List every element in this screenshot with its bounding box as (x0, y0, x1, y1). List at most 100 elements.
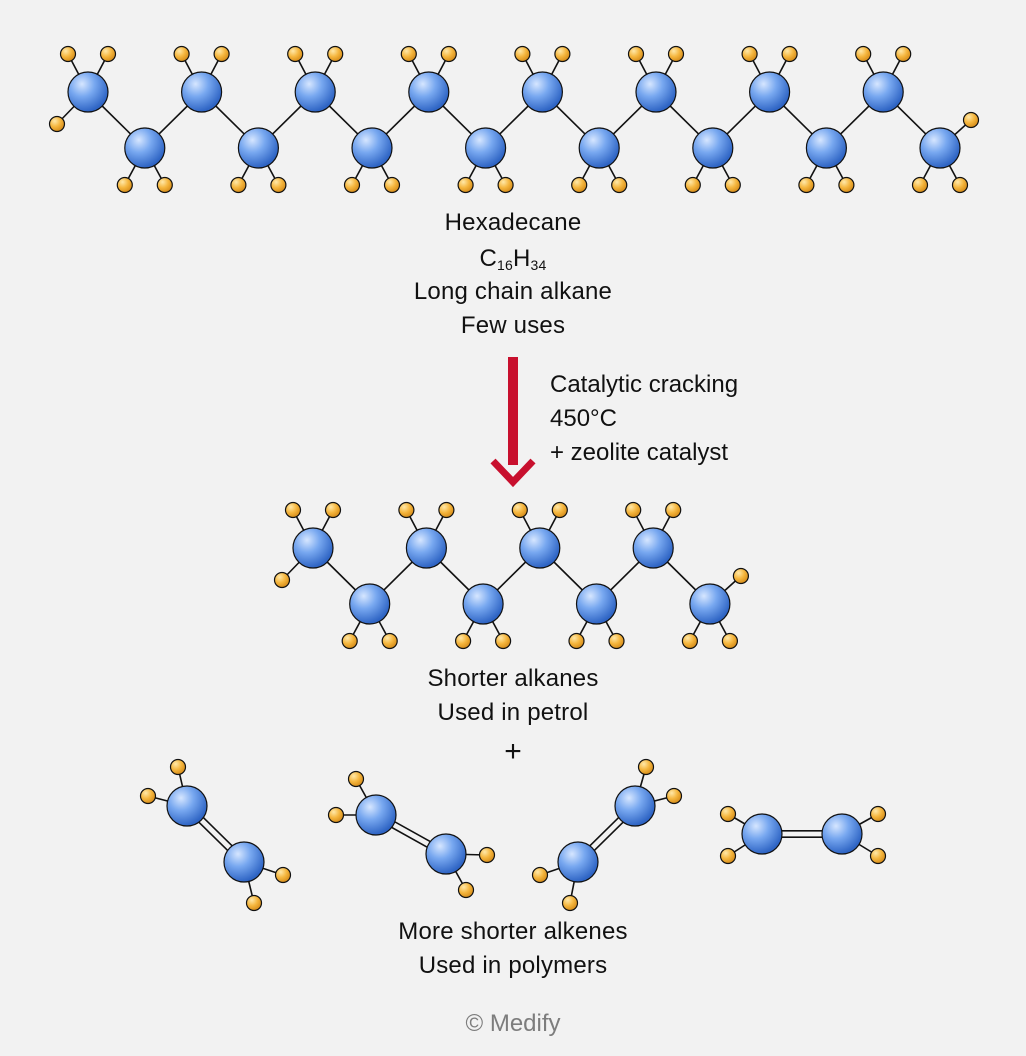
carbon-atom (408, 71, 450, 113)
hydrogen-atom (347, 770, 365, 788)
hydrogen-atom (230, 176, 247, 194)
hydrogen-atom (274, 866, 292, 884)
condition-process: Catalytic cracking (550, 371, 739, 398)
hexadecane-uses: Few uses (460, 312, 566, 339)
condition-catalyst: + zeolite catalyst (550, 439, 729, 466)
carbon-atom (237, 127, 279, 169)
hydrogen-atom (721, 632, 739, 650)
carbon-atom (292, 527, 334, 569)
hydrogen-atom (99, 45, 117, 63)
hydrogen-atom (627, 45, 645, 63)
hydrogen-atom (568, 632, 585, 650)
carbon-atom (748, 71, 791, 113)
hydrogen-atom (531, 866, 549, 884)
hydrogen-atom (245, 894, 263, 912)
hexadecane-formula: C16H34 (479, 245, 547, 273)
hydrogen-atom (665, 787, 683, 805)
alkenes-label: More shorter alkenes (398, 918, 628, 945)
carbon-atom (355, 794, 397, 836)
condition-temperature: 450°C (550, 405, 617, 432)
carbon-atom (294, 71, 336, 113)
hydrogen-atom (457, 881, 475, 899)
hydrogen-atom (681, 632, 699, 650)
hydrogen-atom (116, 176, 133, 194)
hydrogen-atom (911, 176, 929, 194)
carbon-atom (919, 127, 961, 169)
carbon-atom (862, 71, 904, 113)
carbon-atom (465, 127, 507, 169)
hydrogen-atom (514, 45, 531, 63)
hydrogen-atom (962, 111, 980, 129)
hydrogen-atom (637, 758, 655, 776)
hydrogen-atom (457, 176, 474, 194)
copyright-notice: © Medify (465, 1010, 561, 1037)
hydrogen-atom (732, 567, 750, 585)
hydrogen-atom (383, 176, 401, 194)
hydrogen-atom (608, 632, 625, 650)
hydrogen-atom (398, 501, 415, 519)
hydrogen-atom (838, 176, 855, 194)
hydrogen-atom (438, 501, 455, 519)
alkenes-uses: Used in polymers (418, 952, 608, 979)
hydrogen-atom (895, 45, 912, 63)
carbon-atom (741, 813, 783, 855)
carbon-atom (405, 527, 447, 569)
hydrogen-atom (341, 632, 358, 650)
shorter-alkanes-uses: Used in petrol (437, 699, 589, 726)
hydrogen-atom (869, 847, 887, 865)
hydrogen-atom (798, 176, 815, 194)
reaction-conditions: Catalytic cracking 450°C + zeolite catal… (550, 368, 738, 470)
hydrogen-atom (327, 806, 345, 824)
hydrogen-atom (741, 45, 758, 63)
carbon-atom (692, 127, 734, 169)
carbon-atom (181, 71, 223, 113)
hexadecane-description: Long chain alkane (413, 278, 613, 305)
hydrogen-atom (287, 45, 304, 63)
hydrogen-atom (724, 176, 741, 194)
hydrogen-atom (478, 846, 496, 864)
carbon-atom (67, 71, 109, 113)
hydrogen-atom (611, 176, 628, 194)
hydrogen-atom (139, 787, 157, 805)
hydrogen-atom (324, 501, 342, 519)
carbon-atom (124, 127, 166, 169)
carbon-atom (635, 71, 677, 113)
hydrogen-atom (343, 176, 361, 194)
hydrogen-atom (781, 45, 798, 63)
carbon-atom (689, 583, 731, 625)
hydrogen-atom (455, 632, 472, 650)
carbon-atom (521, 71, 564, 113)
hydrogen-atom (497, 176, 514, 194)
hydrogen-atom (665, 501, 682, 519)
carbon-atom (557, 841, 599, 883)
carbon-atom (632, 527, 674, 569)
hydrogen-atom (719, 805, 737, 823)
hydrogen-atom (169, 758, 187, 776)
plus-sign: + (504, 735, 522, 768)
hydrogen-atom (48, 115, 66, 133)
atom-layer (48, 45, 980, 912)
hydrogen-atom (625, 501, 642, 519)
hydrogen-atom (59, 45, 77, 63)
reaction-arrow (490, 357, 536, 488)
carbon-atom (805, 127, 848, 169)
hydrogen-atom (173, 45, 190, 63)
hydrogen-atom (869, 805, 887, 823)
hydrogen-atom (273, 571, 291, 589)
hydrogen-atom (284, 501, 302, 519)
hydrogen-atom (270, 176, 287, 194)
hydrogen-atom (684, 176, 701, 194)
hydrogen-atom (719, 847, 737, 865)
hydrogen-atom (156, 176, 173, 194)
hydrogen-atom (381, 632, 398, 650)
carbon-atom (578, 127, 620, 169)
carbon-atom (614, 785, 656, 827)
hydrogen-atom (327, 45, 344, 63)
hydrogen-atom (667, 45, 685, 63)
carbon-atom (575, 583, 618, 625)
carbon-atom (462, 583, 504, 625)
hydrogen-atom (400, 45, 417, 63)
hydrogen-atom (440, 45, 457, 63)
